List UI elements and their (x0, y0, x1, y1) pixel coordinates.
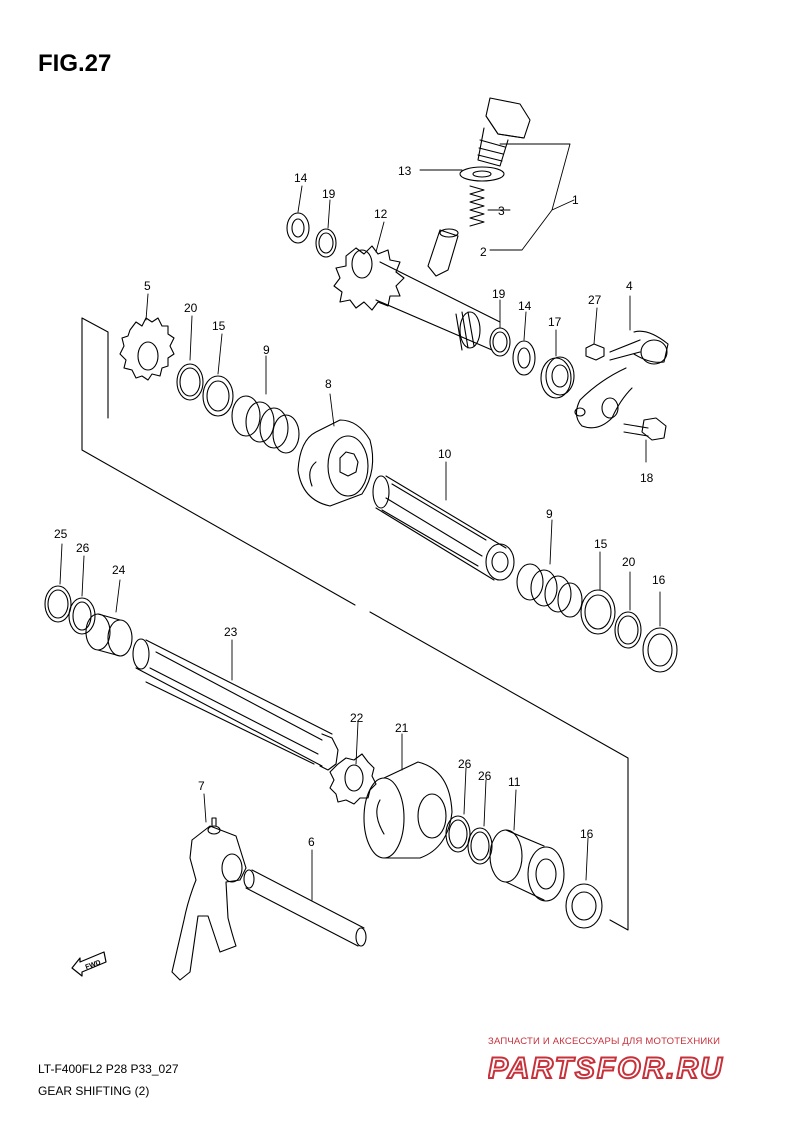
part-26-circlip-left (68, 597, 96, 635)
part-2-pin (427, 228, 459, 277)
forward-arrow-icon: FWD (71, 951, 107, 977)
callout-20-lower: 20 (622, 555, 636, 569)
callout-25: 25 (54, 527, 68, 541)
callout-24: 24 (112, 563, 126, 577)
part-15-washer-lower (580, 589, 616, 635)
callout-4: 4 (626, 279, 633, 293)
callout-17: 17 (548, 315, 562, 329)
part-14-washer-right (512, 340, 536, 376)
callout-27: 27 (588, 293, 602, 307)
callout-3: 3 (498, 204, 505, 218)
callout-15-upper: 15 (212, 319, 226, 333)
callout-8: 8 (325, 377, 332, 391)
footer-model-code: LT-F400FL2 P28 P33_027 (38, 1062, 179, 1076)
part-25-washer (44, 585, 72, 623)
part-19-circlip-right (489, 327, 511, 357)
callout-23: 23 (224, 625, 238, 639)
part-9-spring-upper (231, 395, 300, 454)
callout-9-lower: 9 (546, 507, 553, 521)
part-24-bushing (85, 613, 133, 657)
part-3-spring (469, 185, 485, 227)
part-15-washer-upper (202, 375, 234, 417)
callout-19-upper: 19 (322, 187, 336, 201)
part-27-nut (585, 343, 605, 361)
callout-22: 22 (350, 711, 364, 725)
callout-26-mid: 26 (458, 757, 472, 771)
part-7-shift-fork (171, 817, 247, 981)
watermark-caption: ЗАПЧАСТИ И АКСЕССУАРЫ ДЛЯ МОТОТЕХНИКИ (488, 1036, 721, 1047)
callout-14-right: 14 (518, 299, 532, 313)
figure-title: FIG.27 (38, 50, 112, 77)
callout-10: 10 (438, 447, 452, 461)
part-4-gearshift-arm (574, 330, 669, 429)
callout-26-right: 26 (478, 769, 492, 783)
part-23-shift-shaft (132, 638, 339, 771)
part-20-circlip-lower (614, 611, 642, 649)
part-17-bearing (540, 356, 575, 399)
part-8-pawl-lifter-drum (297, 419, 374, 507)
callout-21: 21 (395, 721, 409, 735)
part-18-bolt (623, 417, 667, 441)
callout-5: 5 (144, 279, 151, 293)
part-10-shaft-tube (372, 475, 515, 581)
part-13-washer (459, 166, 505, 182)
part-22-circlip (329, 753, 377, 805)
part-16-washer-lower (565, 883, 603, 929)
callout-12: 12 (374, 207, 388, 221)
part-26-circlip-right (467, 827, 493, 865)
part-21-shift-cam-drum (363, 761, 453, 859)
part-26-circlip-mid (445, 815, 471, 853)
watermark-logo: PARTSFOR.RU (488, 1051, 724, 1086)
part-11-bushing-flanged (489, 829, 565, 902)
footer-section-title: GEAR SHIFTING (2) (38, 1084, 150, 1098)
part-14-washer-upper-left (286, 212, 310, 244)
callout-2: 2 (480, 245, 487, 259)
callout-18: 18 (640, 471, 654, 485)
callout-labels: 1 2 3 4 5 6 7 8 9 9 10 11 12 13 14 14 15… (54, 164, 666, 849)
callout-19-right: 19 (492, 287, 506, 301)
callout-16-lower: 16 (580, 827, 594, 841)
part-5-pawl-cam-gear (119, 317, 175, 381)
part-20-circlip-upper (176, 363, 204, 401)
part-16-washer-right (642, 627, 678, 673)
callout-11: 11 (508, 775, 521, 789)
svg-text:PARTSFOR.RU: PARTSFOR.RU (488, 1052, 724, 1085)
part-6-fork-shaft (243, 869, 367, 947)
callout-20-upper: 20 (184, 301, 198, 315)
callout-leader-lines (59, 143, 661, 901)
callout-26-left: 26 (76, 541, 90, 555)
callout-7: 7 (198, 779, 205, 793)
callout-14-upper: 14 (294, 171, 308, 185)
part-19-circlip-upper-left (315, 228, 337, 258)
callout-15-lower: 15 (594, 537, 608, 551)
part-1-stopper-bolt (477, 97, 531, 167)
callout-6: 6 (308, 835, 315, 849)
part-9-spring-lower (516, 563, 583, 618)
callout-1: 1 (572, 193, 579, 207)
part-12-gearshift-shaft (333, 245, 501, 351)
callout-16-right: 16 (652, 573, 666, 587)
callout-9-upper: 9 (263, 343, 270, 357)
callout-13: 13 (398, 164, 412, 178)
assembly-frame-lines (81, 317, 629, 931)
